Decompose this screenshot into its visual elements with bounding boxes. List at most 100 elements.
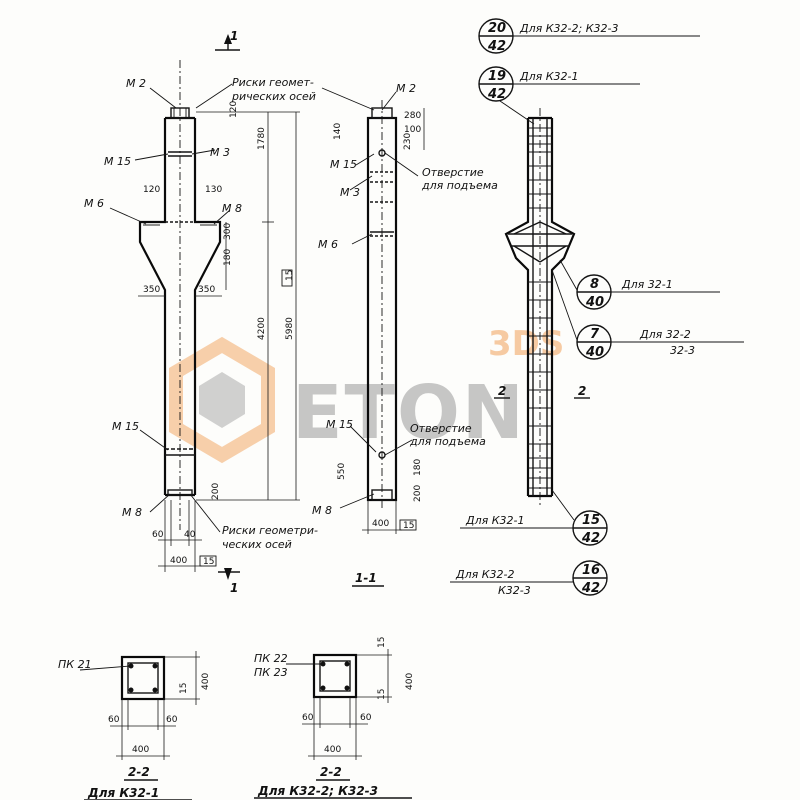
dim-5980: 5980 [285,317,295,340]
svg-text:16: 16 [582,563,600,578]
label-m15-top: М 15 [104,155,131,168]
section-2-2-left: ПК 21 400 15 60 60 400 2-2 Для К32-1 [58,651,211,800]
side-dim-15: 15 [403,521,414,531]
sec-right-dim-15-top: 15 [377,637,387,648]
svg-text:7: 7 [590,327,600,342]
svg-text:19: 19 [488,69,506,84]
side-label-otv-top-1: Отверстие [422,166,484,179]
label-m3: М 3 [210,146,230,159]
sec-left-dim-400-v: 400 [201,673,211,690]
dim-15-tag: 15 [285,270,295,281]
side-dim-550: 550 [337,463,347,480]
svg-text:Для К32-1: Для К32-1 [465,514,525,527]
mesh-pk23-label: ПК 23 [254,666,288,679]
sec-right-dim-400-v: 400 [405,673,415,690]
side-dim-230: 230 [403,133,413,150]
section-mark-top: 1 [230,29,238,43]
bubble-8-40: 8 40 Для 32-1 [559,259,720,310]
svg-text:42: 42 [581,531,600,546]
side-label-m15: М 15 [330,158,357,171]
bubble-7-40: 7 40 Для 32-2 32-3 [551,269,744,360]
sec-left-dim-400-h: 400 [132,745,149,755]
section-mark-2-left: 2 [498,384,506,398]
watermark-brand: ETON [292,370,526,456]
watermark-hexagon-inner-icon [199,372,245,428]
sec-left-dim-15: 15 [179,683,189,694]
side-dim-180: 180 [413,459,423,476]
label-m6: М 6 [84,197,104,210]
mesh-pk22-label: ПК 22 [254,652,288,665]
label-riski-top-1: Риски геомет- [232,76,314,89]
section-2-2-right-caption: 2-2 [320,765,342,779]
dim-350-left: 350 [143,285,160,295]
section-arrow-down-icon [224,568,232,580]
dim-60-bottom: 60 [152,530,164,540]
dim-180: 180 [223,249,233,266]
label-m15-bottom: М 15 [112,420,139,433]
svg-text:20: 20 [488,21,506,36]
sec-left-dim-60-a: 60 [108,715,120,725]
svg-text:Для 32-2: Для 32-2 [639,328,691,341]
side-label-m3: М 3 [340,186,360,199]
svg-text:40: 40 [585,295,604,310]
dim-300: 300 [223,223,233,240]
sec-left-dim-60-b: 60 [166,715,178,725]
dim-40-bottom: 40 [184,530,196,540]
dim-130: 130 [205,185,222,195]
sec-right-dim-400-h: 400 [324,745,341,755]
dim-200-bottom: 200 [211,483,221,500]
svg-text:Для 32-1: Для 32-1 [621,278,673,291]
svg-text:Для К32-2: Для К32-2 [455,568,515,581]
section-2-2-left-caption: 2-2 [128,765,150,779]
side-label-m2: М 2 [396,82,416,95]
svg-text:8: 8 [590,277,599,292]
section-arrow-up-icon [224,34,232,44]
side-dim-140: 140 [333,123,343,140]
side-dim-100: 100 [404,125,421,135]
dim-120-top: 120 [229,101,239,118]
sec-right-dim-60-a: 60 [302,713,314,723]
dim-4200: 4200 [257,317,267,340]
svg-text:42: 42 [487,87,506,102]
reinforcement-cage: 2 2 [494,108,590,506]
dim-120: 120 [143,185,160,195]
mesh-pk21-label: ПК 21 [58,658,92,671]
label-m8-console: М 8 [222,202,242,215]
label-m8-bottom: М 8 [122,506,142,519]
side-label-otv-bot-2: для подъема [409,435,486,448]
section-2-2-right-for: Для К32-2; К32-3 [257,784,378,798]
dim-350-right: 350 [198,285,215,295]
sec-right-dim-15-bot: 15 [377,689,387,700]
svg-text:32-3: 32-3 [670,344,695,357]
dim-1780: 1780 [257,127,267,150]
side-view-1-1: М 2 М 15 М 3 М 6 Отверстие для подъема М… [312,82,498,587]
svg-text:40: 40 [585,345,604,360]
sec-right-dim-60-b: 60 [360,713,372,723]
bubble-20-42: 20 42 Для К32-2; К32-3 [478,18,700,54]
svg-text:Для К32-2; К32-3: Для К32-2; К32-3 [519,22,619,35]
dim-15-bottom: 15 [203,557,214,567]
watermark: ETON 3DS [169,324,564,464]
svg-text:К32-3: К32-3 [498,584,531,597]
label-riski-bot-2: ческих осей [222,538,292,551]
side-label-m8: М 8 [312,504,332,517]
bubble-19-42: 19 42 Для К32-1 [478,66,640,125]
section-1-1-caption: 1-1 [355,571,377,585]
dim-400-bottom: 400 [170,556,187,566]
side-dim-400: 400 [372,519,389,529]
label-riski-top-2: рических осей [231,90,316,103]
svg-text:42: 42 [581,581,600,596]
section-mark-bottom: 1 [230,581,238,595]
side-dim-280: 280 [404,111,421,121]
label-m2-top: М 2 [126,77,146,90]
side-label-otv-top-2: для подъема [421,179,498,192]
side-dim-200: 200 [413,485,423,502]
svg-text:15: 15 [582,513,600,528]
svg-text:42: 42 [487,39,506,54]
svg-text:Для К32-1: Для К32-1 [519,70,579,83]
bubble-15-42: 15 42 Для К32-1 [460,489,608,546]
side-label-m6: М 6 [318,238,338,251]
bubble-16-42: 16 42 Для К32-2 К32-3 [450,560,608,597]
